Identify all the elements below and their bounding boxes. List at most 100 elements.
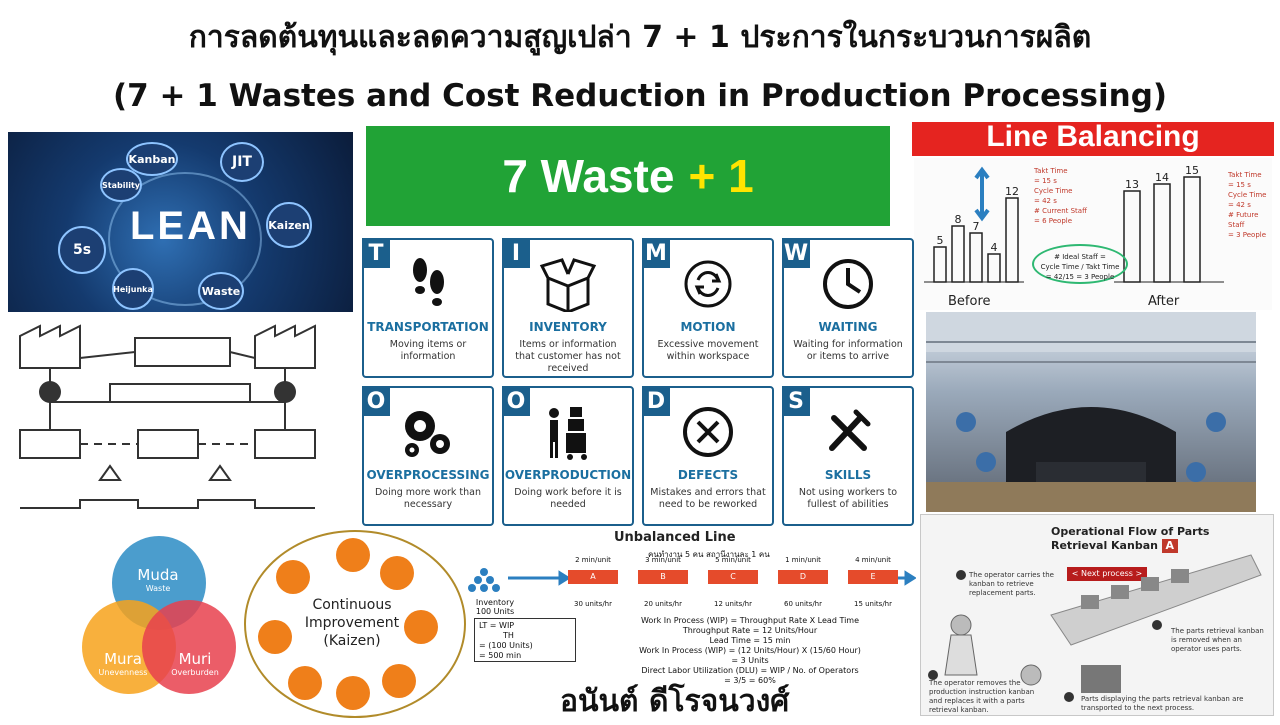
kanban-note-4: Parts displaying the parts retrieval kan…: [1081, 695, 1244, 712]
waste-name: OVERPROCESSING: [366, 468, 490, 482]
waste-name: DEFECTS: [677, 468, 739, 482]
venn-sub: Overburden: [171, 668, 219, 677]
airplane-icon: [274, 381, 296, 403]
before-bar: [933, 246, 947, 283]
footprints-icon: [364, 254, 492, 314]
station-rate: 12 units/hr: [713, 600, 752, 608]
note-line: Cycle Time / Takt Time: [1040, 263, 1120, 271]
before-label: Before: [948, 294, 991, 309]
motion-icon: [644, 254, 772, 314]
kanban-badge: A: [1161, 539, 1178, 553]
before-bar: [1005, 197, 1019, 283]
after-notes: Takt Time = 15 s Cycle Time = 42 s # Fut…: [1228, 170, 1272, 240]
venn-label-mura: Mura Unevenness: [88, 650, 158, 677]
note-line: = 6 People: [1034, 217, 1073, 225]
kaizen-center-text: Continuous Improvement (Kaizen): [296, 596, 408, 650]
waste-desc: Mistakes and errors that need to be rewo…: [650, 487, 766, 510]
lean-panel: LEAN Kanban JIT Stability Kaizen 5s Heij…: [8, 132, 353, 312]
lean-center-label: LEAN: [130, 204, 251, 248]
formula-line: Direct Labor Utilization (DLU) = WIP / N…: [641, 666, 859, 675]
kanban-note-1: The parts retrieval kanban is removed wh…: [1171, 627, 1264, 653]
station-time: 3 min/unit: [645, 556, 681, 564]
kaizen-step-dot: [380, 556, 414, 590]
kanban-flow-panel: Operational Flow of Parts Retrieval Kanb…: [920, 514, 1274, 716]
waste-card-motion: M MOTION Excessive movement within works…: [642, 238, 774, 378]
lean-bubble-5s: 5s: [58, 226, 106, 274]
waste-desc: Items or information that customer has n…: [515, 339, 621, 374]
kanban-illustration: [928, 554, 1262, 702]
station-box-b: B: [638, 570, 688, 584]
waste-letter: M: [642, 238, 670, 268]
venn-circle-muri: [142, 600, 236, 694]
box-icon: [504, 254, 632, 314]
waste-letter: W: [782, 238, 810, 268]
lt-line: = (100 Units): [479, 641, 533, 650]
wip-formulas: Work In Process (WIP) = Throughput Rate …: [590, 616, 910, 686]
after-bar: [1153, 183, 1171, 283]
gears-icon: [364, 402, 492, 462]
venn-label-muri: Muri Overburden: [160, 650, 230, 677]
kanban-note-3: The operator removes the production inst…: [929, 679, 1035, 714]
venn-name: Muri: [178, 650, 212, 668]
station-box-d: D: [778, 570, 828, 584]
kaizen-step-dot: [382, 664, 416, 698]
truck-icon: [39, 381, 61, 403]
station-time: 4 min/unit: [855, 556, 891, 564]
waste-card-inventory: I INVENTORY Items or information that cu…: [502, 238, 634, 378]
waste-card-defects: D DEFECTS Mistakes and errors that need …: [642, 386, 774, 526]
after-bar-label: 14: [1155, 171, 1169, 184]
lean-bubble-kaizen: Kaizen: [266, 202, 312, 248]
kaizen-step-dot: [258, 620, 292, 654]
note-line: = 15 s: [1228, 181, 1251, 189]
waste-desc: Doing work before it is needed: [514, 487, 622, 510]
station-time: 1 min/unit: [785, 556, 821, 564]
waste-name: MOTION: [680, 320, 736, 334]
before-notes: Takt Time = 15 s Cycle Time = 42 s # Cur…: [1034, 166, 1094, 226]
station-box-e: E: [848, 570, 898, 584]
after-bar: [1183, 176, 1201, 283]
kaizen-step-dot: [288, 666, 322, 700]
note-line: = 42/15 = 3 People: [1045, 273, 1115, 281]
waste-letter: S: [782, 386, 810, 416]
kanban-note-2: The operator carries the kanban to retri…: [969, 571, 1054, 597]
note-line: Cycle Time: [1228, 191, 1267, 199]
lean-bubble-heijunka: Heijunka: [112, 268, 154, 310]
before-bar-label: 12: [1005, 185, 1019, 198]
kaizen-line: Improvement: [304, 615, 400, 631]
kaizen-line: (Kaizen): [323, 633, 381, 649]
lean-bubble-jit: JIT: [220, 142, 264, 182]
lean-ring: [108, 172, 262, 306]
ideal-staff-note: # Ideal Staff = Cycle Time / Takt Time =…: [1032, 244, 1128, 284]
formula-line: = 3 Units: [731, 656, 769, 665]
waste-letter: D: [642, 386, 670, 416]
waste-name: WAITING: [818, 320, 878, 334]
lean-bubble-kanban: Kanban: [126, 142, 178, 176]
assembly-line-photo: [926, 312, 1256, 512]
process-box-3: [254, 429, 316, 459]
inventory-label: Inventory 100 Units: [472, 598, 518, 616]
production-control-box: [134, 337, 231, 367]
process-box-2: [137, 429, 199, 459]
lean-bubble-waste: Waste: [198, 272, 244, 310]
waste-desc: Waiting for information or items to arri…: [793, 339, 903, 362]
lt-line: LT = WIP: [479, 621, 515, 630]
note-line: Takt Time: [1228, 171, 1262, 179]
kaizen-step-dot: [276, 560, 310, 594]
note-line: # Ideal Staff =: [1054, 253, 1106, 261]
tools-icon: [784, 402, 912, 462]
unbalanced-line-subtitle: คนทำงาน 5 คน สถานีงานละ 1 คน: [648, 550, 770, 559]
waste-desc: Excessive movement within workspace: [657, 339, 759, 362]
page-title-english: (7 + 1 Wastes and Cost Reduction in Prod…: [112, 78, 1168, 114]
formula-line: = 3/5 = 60%: [724, 676, 776, 685]
waste-desc: Not using workers to fullest of abilitie…: [798, 487, 898, 510]
note-line: = 3 People: [1228, 231, 1267, 239]
customer-factory-icon: [254, 324, 316, 369]
after-label: After: [1148, 294, 1180, 309]
note-line: = 15 s: [1034, 177, 1057, 185]
formula-line: Throughput Rate = 12 Units/Hour: [682, 626, 818, 635]
note-line: Cycle Time: [1034, 187, 1073, 195]
note-line: = 42 s: [1228, 201, 1251, 209]
waste-letter: O: [502, 386, 530, 416]
seven-waste-banner: 7 Waste + 1: [366, 126, 890, 226]
